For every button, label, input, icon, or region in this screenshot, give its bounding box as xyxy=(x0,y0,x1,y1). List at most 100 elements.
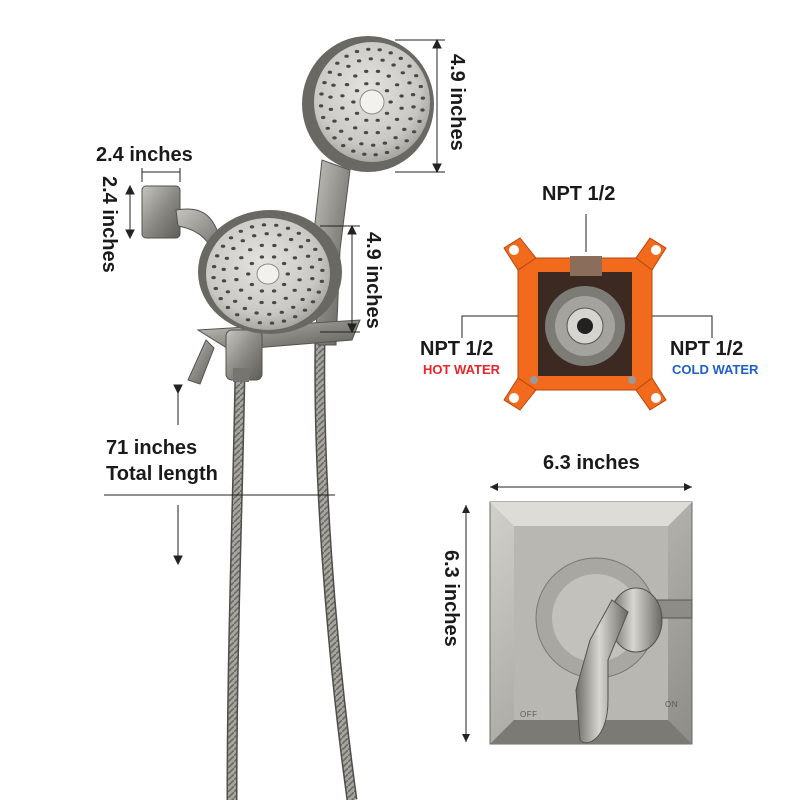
nozzle xyxy=(318,104,324,108)
fixed-shower-head xyxy=(187,210,361,385)
nozzle xyxy=(384,89,390,93)
lower-head-diameter-label: 4.9 inches xyxy=(362,232,384,329)
nozzle xyxy=(281,282,287,287)
nozzle xyxy=(380,58,385,62)
valve-cold-label: NPT 1/2 xyxy=(670,338,744,360)
nozzle xyxy=(259,289,265,293)
nozzle xyxy=(225,290,231,294)
nozzle xyxy=(399,94,404,98)
nozzle xyxy=(309,265,315,269)
nozzle xyxy=(240,239,245,243)
nozzle xyxy=(249,282,255,287)
nozzle xyxy=(305,238,311,243)
nozzle xyxy=(393,136,398,140)
nozzle xyxy=(340,106,345,110)
cold-water-label: COLD WATER xyxy=(672,362,759,377)
nozzle xyxy=(348,137,353,141)
nozzle xyxy=(211,265,217,269)
valve-trim-plate xyxy=(462,483,693,745)
valve-top-label: NPT 1/2 xyxy=(542,183,616,205)
nozzle xyxy=(335,61,340,65)
arm-height-label: 2.4 inches xyxy=(98,176,120,273)
nozzle xyxy=(248,248,253,252)
nozzle xyxy=(407,81,412,85)
nozzle xyxy=(420,96,426,100)
nozzle xyxy=(331,83,336,87)
nozzle xyxy=(298,245,304,249)
nozzle xyxy=(402,127,407,131)
nozzle xyxy=(328,95,333,99)
nozzle xyxy=(388,100,393,104)
nozzle xyxy=(319,92,324,96)
nozzle xyxy=(420,108,425,112)
nozzle xyxy=(316,290,321,294)
nozzle xyxy=(404,139,409,143)
nozzle xyxy=(408,117,413,121)
nozzle xyxy=(375,131,380,135)
nozzle xyxy=(279,310,284,314)
nozzle xyxy=(320,268,325,272)
nozzle xyxy=(234,278,239,282)
nozzle xyxy=(353,126,358,130)
nozzle xyxy=(221,267,226,271)
nozzle xyxy=(281,319,287,323)
nozzle xyxy=(339,129,344,133)
nozzle xyxy=(351,149,356,153)
nozzle xyxy=(359,142,364,146)
plate-on-marking: ON xyxy=(665,700,678,709)
nozzle xyxy=(356,59,362,63)
nozzle xyxy=(394,83,400,87)
nozzle xyxy=(341,144,346,148)
nozzle xyxy=(354,111,360,115)
nozzle xyxy=(252,234,257,238)
nozzle xyxy=(363,131,369,135)
nozzle xyxy=(257,321,262,325)
nozzle xyxy=(386,74,391,78)
nozzle xyxy=(368,57,373,61)
nozzle xyxy=(306,288,312,292)
nozzle xyxy=(249,261,255,266)
nozzle xyxy=(239,256,244,260)
nozzle xyxy=(292,256,298,260)
nozzle xyxy=(220,244,226,248)
nozzle xyxy=(225,305,231,310)
nozzle xyxy=(398,56,403,61)
nozzle xyxy=(271,289,277,293)
nozzle xyxy=(238,229,243,233)
nozzle xyxy=(411,105,416,109)
hose-total-label: Total length xyxy=(106,463,218,485)
nozzle xyxy=(366,47,371,51)
nozzle xyxy=(344,83,350,87)
nozzle xyxy=(224,256,230,260)
nozzle xyxy=(375,118,380,122)
nozzle xyxy=(267,312,272,316)
nozzle xyxy=(297,266,302,270)
nozzle xyxy=(364,82,369,86)
nozzle xyxy=(242,306,248,311)
nozzle xyxy=(259,243,264,247)
nozzle xyxy=(213,286,218,291)
valve-hot-label: NPT 1/2 xyxy=(420,338,494,360)
nozzle xyxy=(264,232,269,236)
nozzle xyxy=(272,243,277,248)
top-head-diameter-label: 4.9 inches xyxy=(446,54,468,151)
nozzle xyxy=(261,223,267,227)
nozzle xyxy=(375,69,381,73)
nozzle xyxy=(344,54,349,58)
nozzle xyxy=(269,321,275,325)
hot-water-label: HOT WATER xyxy=(423,362,501,377)
nozzle xyxy=(377,48,382,52)
nozzle xyxy=(288,237,294,242)
nozzle xyxy=(310,300,316,304)
nozzle xyxy=(325,126,330,130)
plate-height-label: 6.3 inches xyxy=(440,550,462,647)
nozzle xyxy=(375,82,380,86)
nozzle xyxy=(344,117,350,121)
nozzle xyxy=(274,223,279,227)
nozzle xyxy=(234,266,239,270)
nozzle xyxy=(353,74,358,78)
nozzle xyxy=(305,254,311,258)
nozzle xyxy=(285,272,290,276)
nozzle xyxy=(318,257,323,262)
